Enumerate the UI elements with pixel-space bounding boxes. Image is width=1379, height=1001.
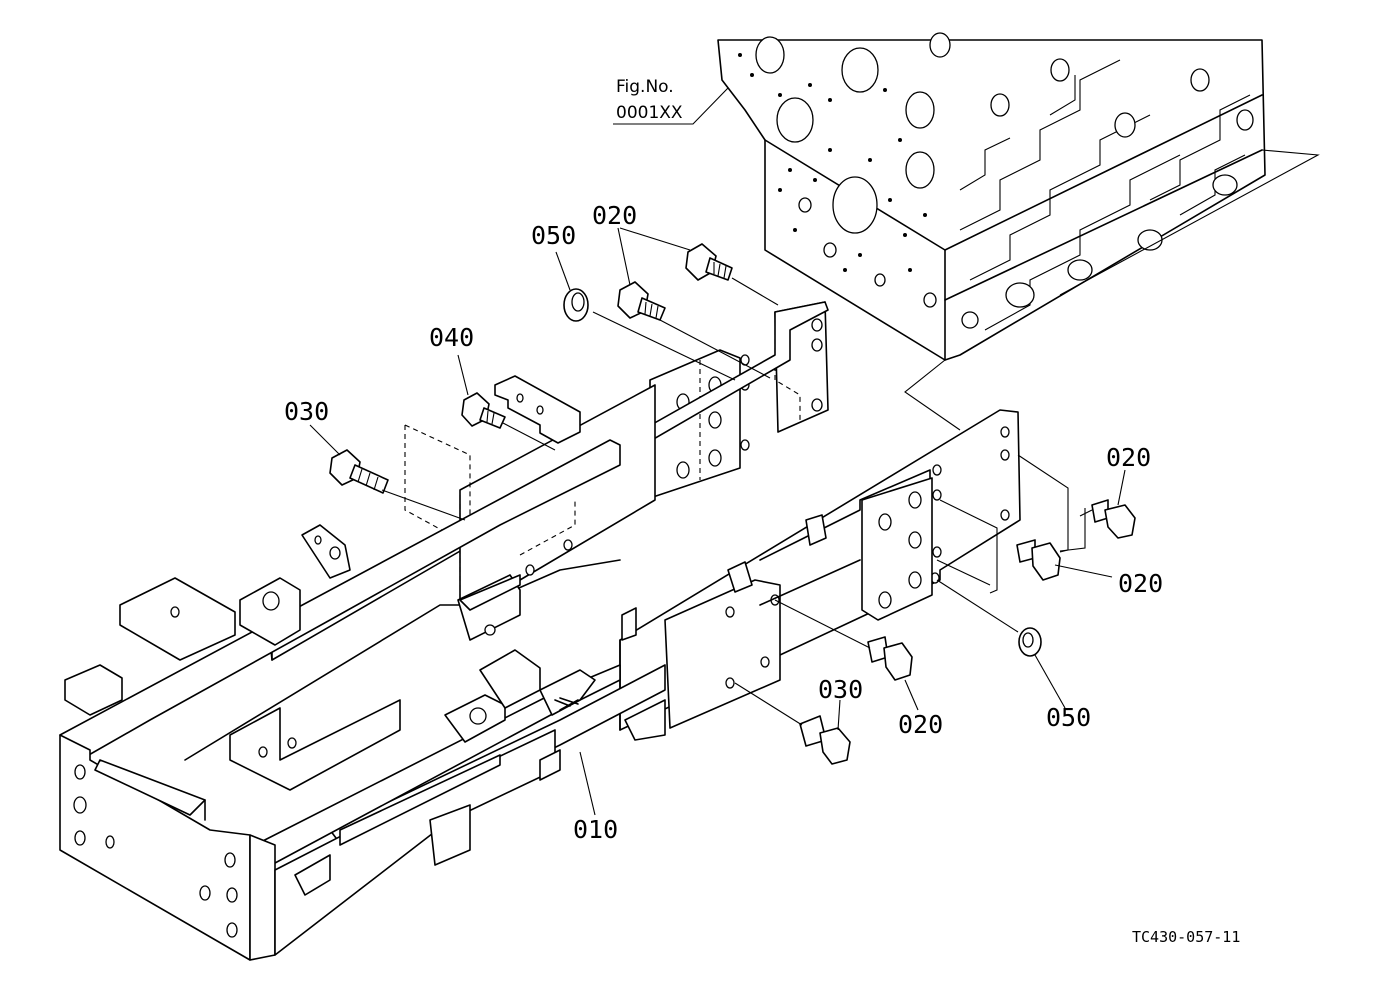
bolt-020-top-b [617, 281, 666, 321]
bolt-020-bottom [867, 636, 913, 681]
assembly-lines [309, 227, 1126, 816]
bolt-020-right-b [1016, 539, 1061, 581]
rear-plate-upper [649, 301, 829, 499]
bracket-040 [494, 375, 581, 444]
drawing-code: TC430-057-11 [1132, 928, 1241, 946]
bolt-030-left [329, 449, 389, 494]
bolt-020-top-a [685, 243, 733, 281]
main-frame-010 [59, 301, 1021, 961]
callout-050-right: 050 [1046, 703, 1092, 732]
bolt-020-right-a [1091, 499, 1136, 539]
washer-050-right [1018, 627, 1042, 657]
engine-block [717, 32, 1266, 361]
callout-020-right-2: 020 [1118, 569, 1164, 598]
bolt-040 [461, 392, 506, 429]
fig-number-label: Fig.No. [616, 77, 674, 97]
engine-leader-line [904, 149, 1320, 431]
fig-number-value: 0001XX [616, 103, 683, 123]
callout-030-left: 030 [284, 397, 330, 426]
callout-020-top: 020 [592, 201, 638, 230]
washer-050-top [563, 288, 589, 322]
bolt-030-bottom [799, 715, 851, 765]
fig-ref-leader [613, 87, 729, 125]
callout-020-right-1: 020 [1106, 443, 1152, 472]
callout-030-bottom: 030 [818, 675, 864, 704]
callout-050-top: 050 [531, 221, 577, 250]
callout-010: 010 [573, 815, 619, 844]
callout-020-bottom: 020 [898, 710, 944, 739]
callout-040: 040 [429, 323, 475, 352]
